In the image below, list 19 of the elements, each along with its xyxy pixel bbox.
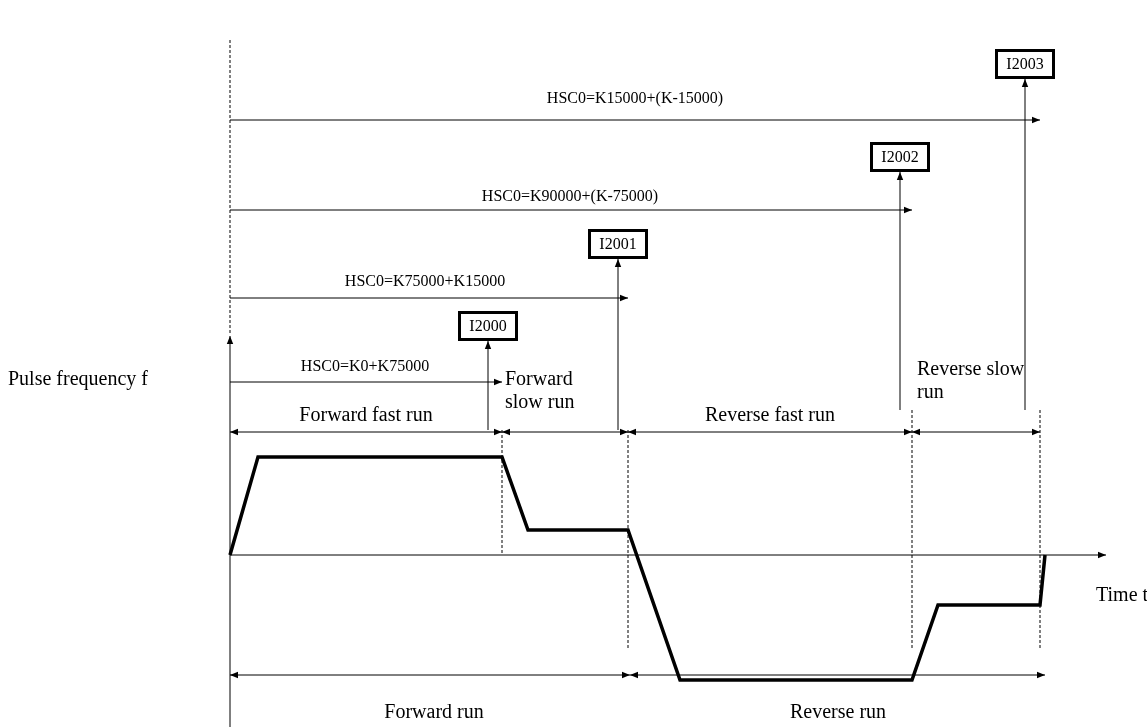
count-label: HSC0=K75000+K15000	[344, 272, 506, 291]
arrow	[896, 171, 904, 411]
count-label: HSC0=K15000+(K-15000)	[546, 89, 724, 108]
arrow	[1021, 78, 1029, 411]
phase-label: Forward fast run	[299, 403, 433, 426]
axis-label: Pulse frequency f	[8, 367, 148, 390]
phase-label: Reverse slow run	[917, 357, 1026, 403]
count-label: HSC0=K0+K75000	[300, 357, 430, 376]
signal-box: I2003	[995, 49, 1055, 79]
signal-box: I2002	[870, 142, 930, 172]
phase-label: Reverse run	[789, 700, 887, 723]
arrow	[614, 258, 622, 431]
phase-label: Forward slow run	[505, 367, 576, 413]
signal-box: I2001	[588, 229, 648, 259]
count-label: HSC0=K90000+(K-75000)	[481, 187, 659, 206]
signal-box: I2000	[458, 311, 518, 341]
phase-label: Forward run	[384, 700, 484, 723]
arrow	[484, 340, 492, 431]
phase-label: Reverse fast run	[705, 403, 835, 426]
